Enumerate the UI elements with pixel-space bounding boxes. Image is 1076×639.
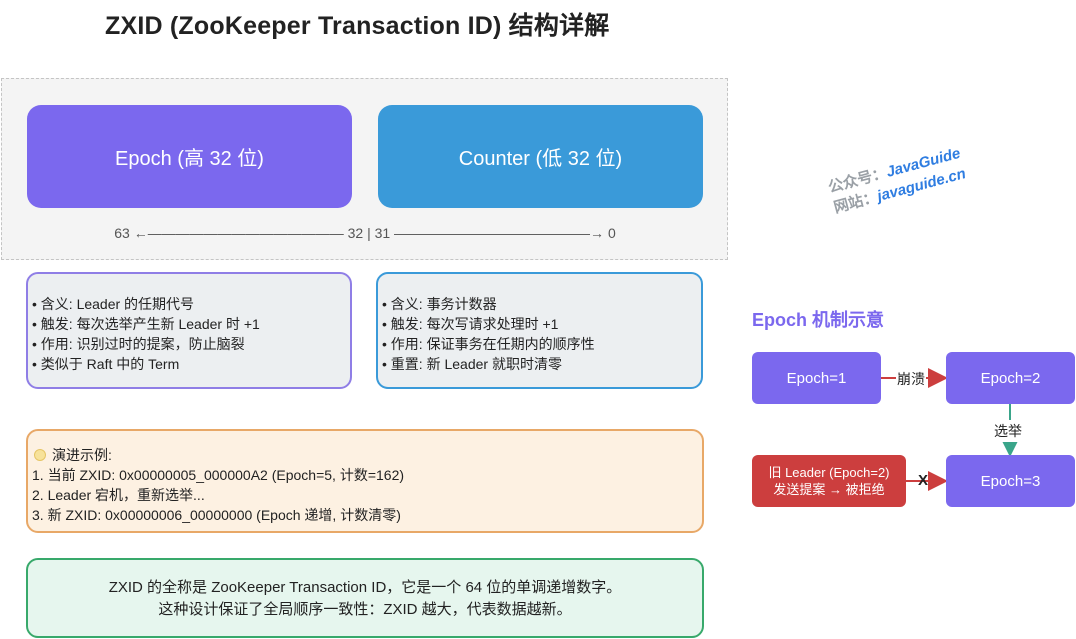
summary-note: ZXID 的全称是 ZooKeeper Transaction ID，它是一个 … <box>26 558 704 638</box>
example-heading-row: 演进示例: <box>32 445 698 465</box>
bit-range-label: 63 ←—————————————— 32 | 31 —————————————… <box>114 225 616 241</box>
lightbulb-icon <box>34 449 46 461</box>
reject-mark: X <box>918 472 929 489</box>
elect-label: 选举 <box>994 420 1022 442</box>
example-line: 2. Leader 宕机，重新选举... <box>32 487 205 503</box>
epoch-desc-line: • 作用: 识别过时的提案，防止脑裂 <box>32 336 245 352</box>
mechanism-title: Epoch 机制示意 <box>752 310 885 330</box>
counter-desc-line: • 作用: 保证事务在任期内的顺序性 <box>382 336 595 352</box>
epoch-desc-line: • 含义: Leader 的任期代号 <box>32 296 195 312</box>
counter-desc-line: • 含义: 事务计数器 <box>382 296 497 312</box>
summary-line: ZXID 的全称是 ZooKeeper Transaction ID，它是一个 … <box>108 579 622 596</box>
old-leader-line: 发送提案 → 被拒绝 <box>773 482 885 497</box>
counter-desc-line: • 重置: 新 Leader 就职时清零 <box>382 356 562 372</box>
summary-line: 这种设计保证了全局顺序一致性：ZXID 越大，代表数据越新。 <box>158 601 572 618</box>
example-heading: 演进示例: <box>52 447 112 463</box>
epoch-3-node: Epoch=3 <box>946 455 1075 507</box>
counter-block: Counter (低 32 位) <box>378 105 703 208</box>
epoch-block: Epoch (高 32 位) <box>27 105 352 208</box>
collapse-label: 崩溃 <box>896 369 926 389</box>
epoch-desc-line: • 触发: 每次选举产生新 Leader 时 +1 <box>32 316 260 332</box>
example-line: 3. 新 ZXID: 0x00000006_00000000 (Epoch 递增… <box>32 507 401 523</box>
counter-description: • 含义: 事务计数器 • 触发: 每次写请求处理时 +1 • 作用: 保证事务… <box>376 272 703 389</box>
epoch-description: • 含义: Leader 的任期代号 • 触发: 每次选举产生新 Leader … <box>26 272 352 389</box>
epoch-desc-line: • 类似于 Raft 中的 Term <box>32 356 180 372</box>
example-line: 1. 当前 ZXID: 0x00000005_000000A2 (Epoch=5… <box>32 467 405 483</box>
counter-desc-line: • 触发: 每次写请求处理时 +1 <box>382 316 559 332</box>
old-leader-node: 旧 Leader (Epoch=2) 发送提案 → 被拒绝 <box>752 455 906 507</box>
old-leader-line: 旧 Leader (Epoch=2) <box>768 465 890 480</box>
epoch-2-node: Epoch=2 <box>946 352 1075 404</box>
page-title: ZXID (ZooKeeper Transaction ID) 结构详解 <box>105 12 610 40</box>
evolution-example: 演进示例: 1. 当前 ZXID: 0x00000005_000000A2 (E… <box>26 429 704 533</box>
epoch-1-node: Epoch=1 <box>752 352 881 404</box>
